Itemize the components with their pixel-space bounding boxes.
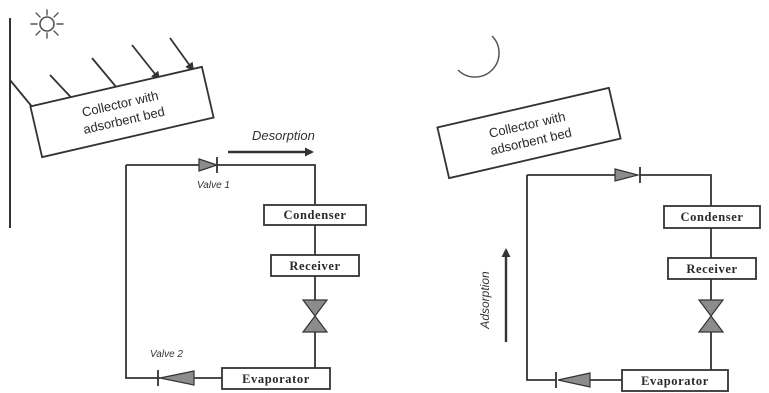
expansion-valve-icon [697,299,725,333]
pipe-loop [526,174,712,381]
check-valve-top [614,167,641,183]
adsorption-label: Adsorption [478,271,492,330]
evaporator-box [621,369,729,392]
condenser-box [663,205,761,229]
collector-panel: Collector with adsorbent bed [436,86,622,180]
moon-icon [457,35,500,78]
valve-1-label: Valve 1 [197,180,230,191]
expansion-valve-icon [301,299,329,333]
valve-1 [198,157,219,173]
right-panel: Collector with adsorbent bed Adsorption … [436,35,761,392]
receiver-label: Receiver [686,262,737,276]
evaporator-box [221,367,331,390]
valve-2-label: Valve 2 [150,349,183,360]
receiver-label: Receiver [289,259,340,273]
condenser-box [263,204,367,226]
evaporator-label: Evaporator [242,372,310,386]
check-valve-bottom [555,372,591,388]
receiver-box [667,257,757,280]
condenser-label: Condenser [283,208,346,222]
sun-icon [30,9,64,39]
pipe-loop [125,164,316,379]
valve-2 [157,370,195,386]
collector-panel: Collector with adsorbent bed [29,65,215,159]
left-panel: Collector with adsorbent bed Desorption … [9,9,367,390]
evaporator-label: Evaporator [641,374,709,388]
condenser-label: Condenser [680,210,743,224]
receiver-box [270,254,360,277]
desorption-label: Desorption [252,128,315,143]
